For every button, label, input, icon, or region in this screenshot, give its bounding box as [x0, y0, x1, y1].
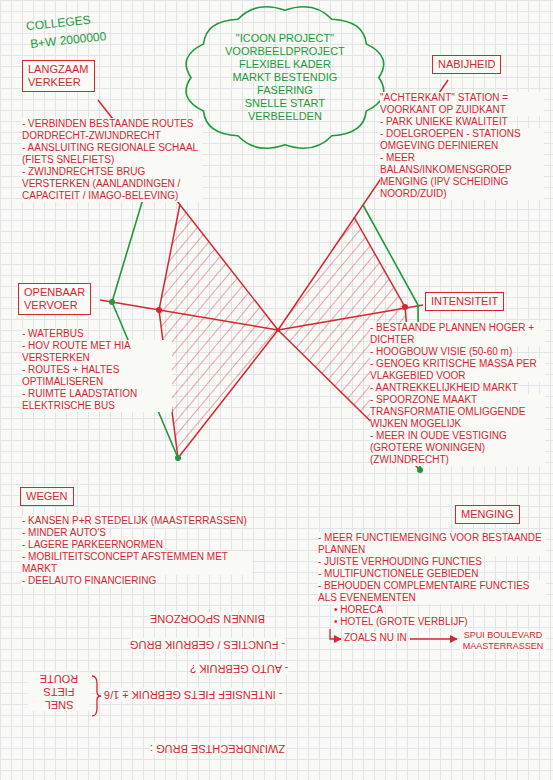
list-item: - AANSLUITING REGIONALE SCHAAL (FIETS SN… — [22, 142, 202, 166]
cloud-text: MARKT BESTENDIG — [225, 71, 345, 84]
axis-line — [100, 300, 278, 330]
note-list: - MEER FUNCTIEMENGING VOOR BESTAANDE PLA… — [318, 532, 546, 628]
category-box: INTENSITEIT — [425, 292, 504, 311]
list-item: • HORECA — [334, 604, 383, 616]
list-item: - MEER BALANS/INKOMENSGROEP MENGING (IPV… — [380, 152, 544, 200]
category-title: LANGZAAM VERKEER — [28, 63, 89, 89]
list-item: - BESTAANDE PLANNEN HOGER + DICHTER — [370, 322, 545, 346]
note-text: SPUI BOULEVARD MAASTERRASSEN — [460, 630, 546, 652]
list-item: - SPOORZONE MAAKT TRANSFORMATIE OMLIGGEN… — [370, 394, 545, 430]
category-box: LANGZAAM VERKEER — [22, 60, 95, 92]
category-title: INTENSITEIT — [431, 295, 498, 308]
cloud-text: SNELLE START — [225, 97, 345, 110]
cloud-text: FASERING — [225, 84, 345, 97]
brace — [92, 676, 101, 716]
note-text: ZOALS NU IN — [344, 632, 407, 644]
list-item: - JUISTE VERHOUDING FUNCTIES — [318, 556, 482, 568]
list-item: - DEELAUTO FINANCIERING — [22, 575, 156, 587]
list-item: - KANSEN P+R STEDELIJK (MAASTERRASSEN) — [22, 515, 247, 527]
note-list: - BESTAANDE PLANNEN HOGER + DICHTER- HOO… — [370, 322, 545, 466]
category-box: WEGEN — [20, 487, 74, 506]
note-list: - KANSEN P+R STEDELIJK (MAASTERRASSEN)- … — [22, 515, 252, 587]
hatch-area — [159, 204, 278, 458]
list-item: - HOV ROUTE MET HIA VERSTERKEN — [22, 340, 172, 364]
score-dot — [156, 307, 162, 313]
list-item: - VERBINDEN BESTAANDE ROUTES DORDRECHT-Z… — [22, 118, 202, 142]
bracket-arrow — [330, 629, 341, 639]
upside-down-note: ZWIJNDRECHTSE BRUG : — [150, 742, 285, 755]
list-item: - MULTIFUNCTIONELE GEBIEDEN — [318, 568, 478, 580]
list-item: - MOBILITEITSCONCEPT AFSTEMMEN MET MARKT — [22, 551, 252, 575]
list-item: - DOELGROEPEN - STATIONS OMGEVING DEFINI… — [380, 128, 544, 152]
list-item: - PARK UNIEKE KWALITEIT — [380, 116, 508, 128]
cloud-text: VERBEELDEN — [225, 110, 345, 123]
category-box: NABIJHEID — [432, 55, 501, 74]
cloud-text: VOORBEELDPROJECT — [225, 45, 345, 58]
cloud-text: "ICOON PROJECT" — [225, 32, 345, 45]
score-dot — [175, 455, 181, 461]
list-item: • HOTEL (GROTE VERBLIJF) — [334, 616, 468, 628]
list-item: - RUIMTE LAADSTATION ELEKTRISCHE BUS — [22, 388, 172, 412]
note-list: - VERBINDEN BESTAANDE ROUTES DORDRECHT-Z… — [22, 118, 202, 202]
category-title: NABIJHEID — [438, 58, 495, 71]
list-item: - HOOGBOUW VISIE (50-60 m) — [370, 346, 512, 358]
list-item: - WATERBUS — [22, 328, 84, 340]
upside-down-note: - INTENSIEF FIETS GEBRUIK ± 1/6 — [104, 688, 282, 701]
category-title: WEGEN — [26, 490, 68, 503]
list-item: "ACHTERKANT" STATION = VOORKANT OP ZUIDK… — [380, 92, 544, 116]
list-item: - AANTREKKELIJKHEID MARKT — [370, 382, 518, 394]
category-box: MENGING — [455, 505, 520, 524]
score-dot — [417, 467, 423, 473]
score-line — [112, 169, 178, 458]
category-box: OPENBAAR VERVOER — [18, 283, 91, 315]
note-list: - WATERBUS- HOV ROUTE MET HIA VERSTERKEN… — [22, 328, 172, 412]
axis-center — [276, 328, 280, 332]
pointer-arrow — [410, 638, 457, 639]
note-list: "ACHTERKANT" STATION = VOORKANT OP ZUIDK… — [380, 92, 544, 200]
upside-down-note: - FUNCTIES / GEBRUIK BRUG — [130, 638, 285, 651]
cloud-shape: "ICOON PROJECT"VOORBEELDPROJECTFLEXIBEL … — [185, 6, 385, 149]
upside-down-note: - AUTO GEBRUIK ? — [190, 662, 288, 675]
cloud-outline — [186, 7, 384, 148]
category-title: MENGING — [461, 508, 514, 521]
list-item: - MINDER AUTO'S — [22, 527, 106, 539]
list-item: - MEER IN OUDE VESTIGING (GROTERE WONING… — [370, 430, 545, 466]
upside-down-note: BINNEN SPOORZONE — [150, 612, 265, 625]
handwritten-note: COLLEGES — [25, 13, 91, 34]
list-item: - ZWIJNDRECHTSE BRUG VERSTERKEN (AANLAND… — [22, 166, 202, 202]
list-item: - BEHOUDEN COMPLEMENTAIRE FUNCTIES ALS E… — [318, 580, 546, 604]
list-item: - MEER FUNCTIEMENGING VOOR BESTAANDE PLA… — [318, 532, 546, 556]
upside-down-note: SNEL FIETS ROUTE — [28, 672, 90, 711]
handwritten-note: B+W 2000000 — [29, 29, 106, 51]
category-title: OPENBAAR VERVOER — [24, 286, 85, 312]
list-item: - LAGERE PARKEERNORMEN — [22, 539, 163, 551]
list-item: - ROUTES + HALTES OPTIMALISEREN — [22, 364, 172, 388]
score-dot — [402, 304, 408, 310]
axis-line — [178, 330, 278, 458]
score-dot — [109, 299, 115, 305]
list-item: - GENOEG KRITISCHE MASSA PER VLAKGEBIED … — [370, 358, 545, 382]
cloud-text: FLEXIBEL KADER — [225, 58, 345, 71]
